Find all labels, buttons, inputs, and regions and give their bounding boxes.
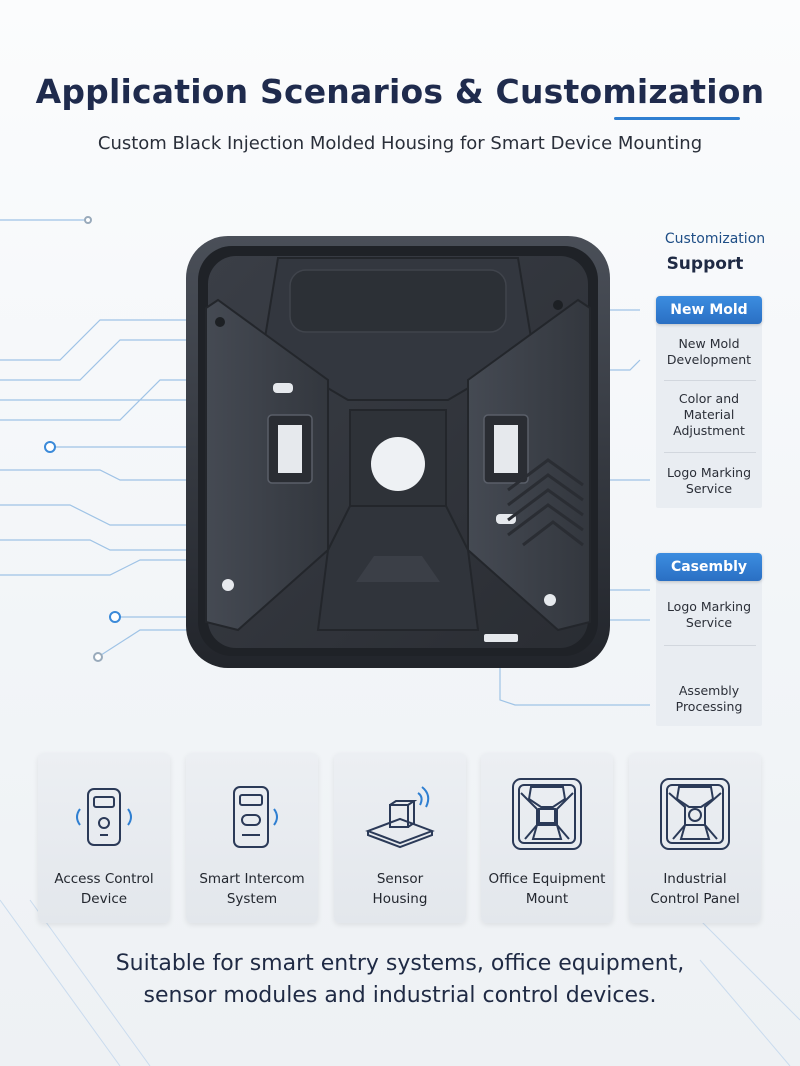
customization-subtitle: Support [666,254,744,274]
new-mold-options-box [656,322,762,508]
housing-product-image [186,236,610,668]
page-title: Application Scenarios & Customization [35,72,765,111]
option-divider [664,645,756,646]
footer-line-2: sensor modules and industrial control de… [143,983,657,1008]
intercom-icon [233,786,278,848]
footer-description: Suitable for smart entry systems, office… [0,948,800,1012]
office-mount-icon [512,778,582,850]
access-control-icon [76,788,132,846]
casembly-tag: Casembly [656,553,762,581]
customization-title: Customization [664,231,766,247]
new-mold-tag: New Mold [656,296,762,324]
casembly-options-box [656,578,762,726]
title-underline [614,117,740,120]
option-divider [664,380,756,381]
footer-line-1: Suitable for smart entry systems, office… [115,951,685,976]
sensor-icon [365,786,435,849]
option-divider [664,452,756,453]
industrial-panel-icon [660,778,730,850]
page-subtitle: Custom Black Injection Molded Housing fo… [97,133,703,154]
